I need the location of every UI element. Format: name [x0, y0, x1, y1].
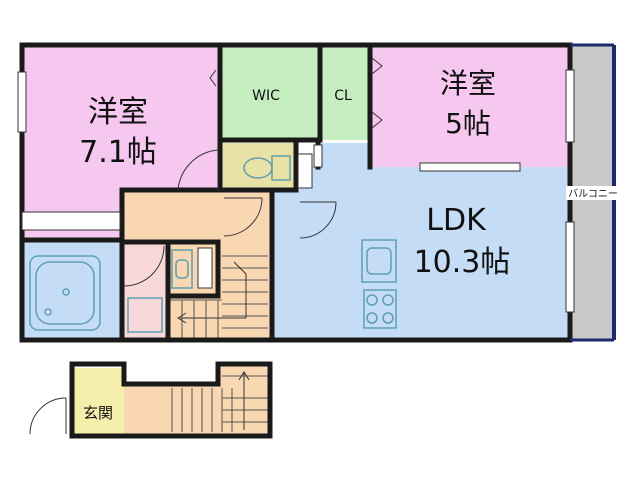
western-room-small-name: 洋室	[440, 67, 496, 100]
wic-label: WIC	[252, 88, 280, 104]
stair-direction-arrow-lower	[238, 371, 250, 430]
western-room-small-fill	[372, 45, 568, 167]
bathtub	[29, 255, 101, 331]
ldk-size: 10.3帖	[414, 245, 511, 280]
kitchen-sink	[361, 239, 397, 283]
hallway-fill	[122, 190, 272, 242]
washbasin	[171, 249, 193, 289]
closet-label: CL	[334, 88, 352, 104]
washroom-fill	[122, 242, 168, 340]
toilet-fill	[222, 143, 296, 188]
western-room-large-name: 洋室	[88, 95, 148, 130]
toilet	[243, 155, 291, 181]
wic-fill	[222, 45, 318, 140]
doors	[29, 57, 383, 435]
ldk-fill-upper	[318, 143, 372, 169]
entrance-label: 玄関	[83, 404, 113, 422]
ldk-name: LDK	[426, 203, 487, 238]
lower-hallway-fill	[124, 384, 272, 434]
windows	[17, 69, 575, 313]
ldk-fill	[272, 167, 568, 340]
lower-stairs	[171, 375, 268, 432]
upper-stairs	[170, 255, 268, 338]
western-room-large-size: 7.1帖	[79, 135, 157, 170]
stove	[363, 289, 397, 329]
entrance-fill	[72, 368, 124, 434]
balcony-label: バルコニー	[568, 188, 618, 200]
closet-fill	[320, 45, 370, 140]
balcony-label-bg	[566, 186, 620, 200]
western-room-small-size: 5帖	[445, 107, 491, 140]
storage-shelves	[197, 144, 323, 289]
washing-machine	[127, 297, 163, 333]
stair-direction-arrow-upper	[177, 261, 247, 324]
